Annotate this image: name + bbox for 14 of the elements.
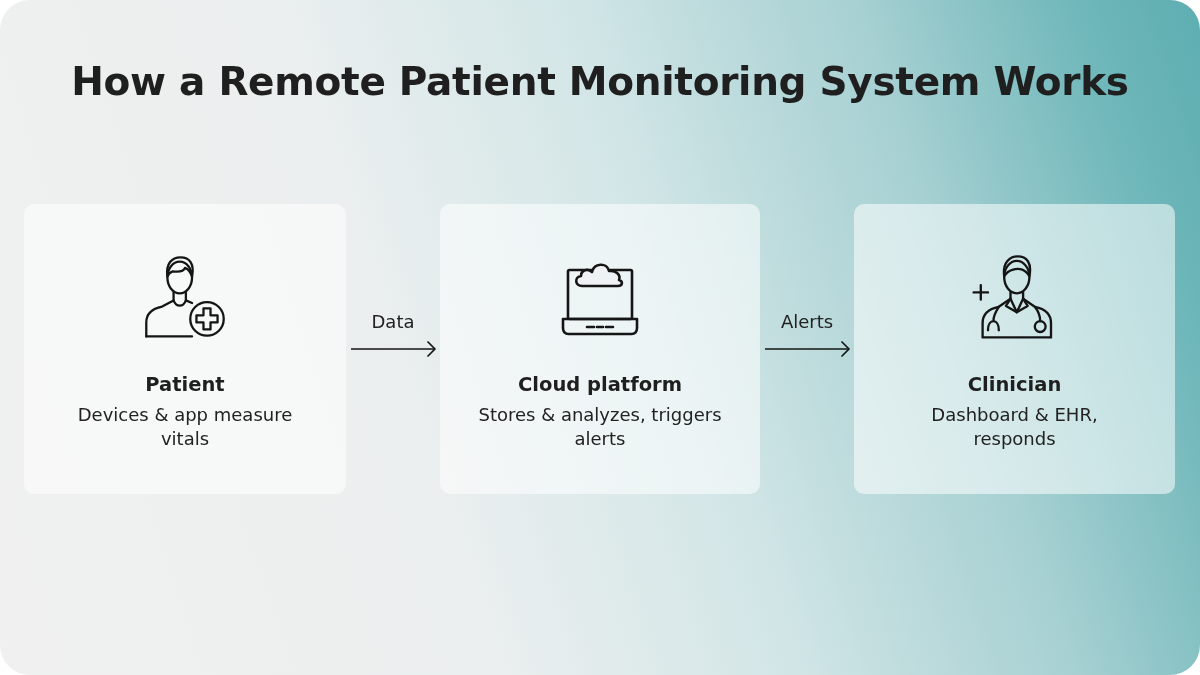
arrow — [350, 341, 436, 357]
step-title: Cloud platform — [517, 372, 683, 398]
step-description: Stores & analyzes, triggers alerts — [477, 403, 723, 451]
step-description: Dashboard & EHR, responds — [930, 403, 1099, 451]
diagram-title: How a Remote Patient Monitoring System Works — [70, 58, 1130, 106]
step-title: Clinician — [966, 372, 1063, 398]
step-card — [440, 204, 760, 494]
edge-label: Alerts — [780, 311, 834, 333]
edge-label: Data — [371, 311, 415, 333]
step-card — [24, 204, 346, 494]
arrow — [764, 341, 850, 357]
step-title: Patient — [144, 372, 226, 398]
step-card — [854, 204, 1175, 494]
step-description: Devices & app measure vitals — [76, 403, 294, 451]
